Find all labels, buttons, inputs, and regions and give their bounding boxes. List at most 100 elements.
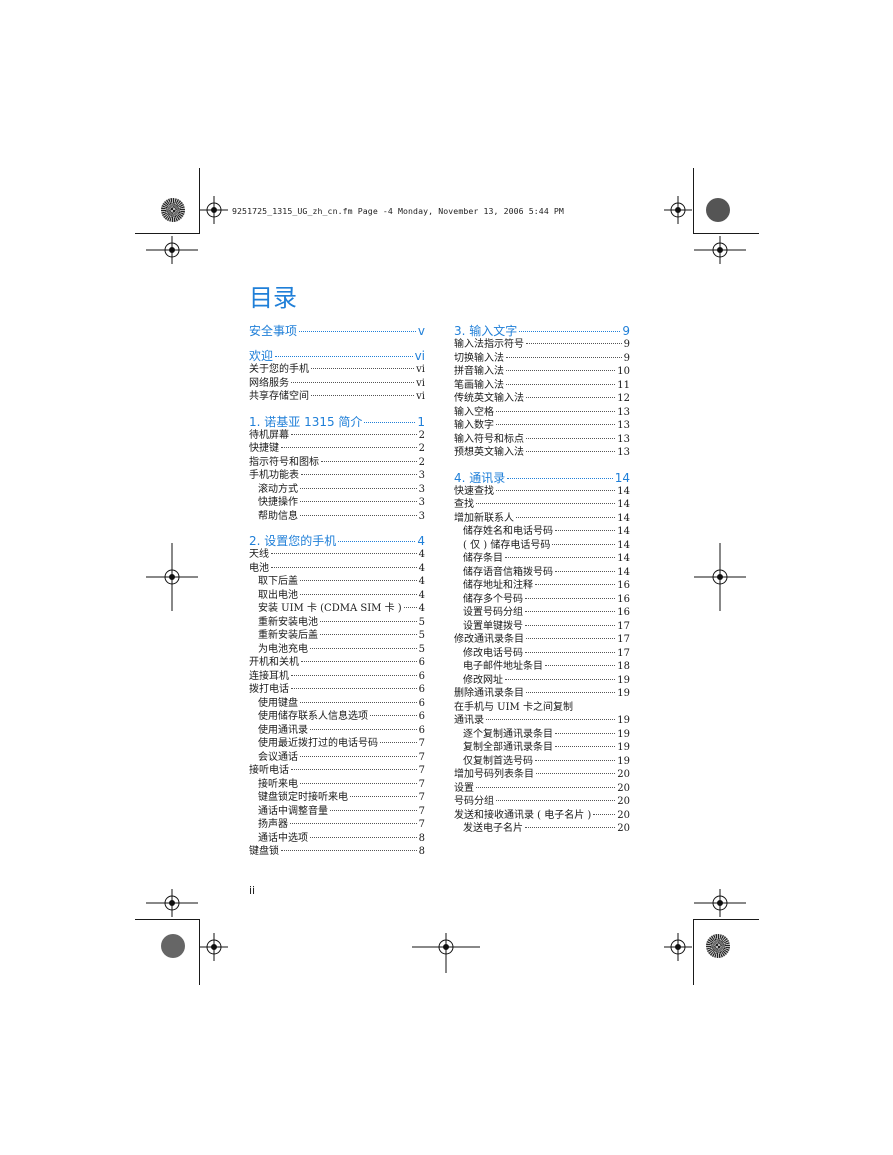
toc-page-number: 17 (617, 620, 630, 632)
toc-page-number: 14 (617, 566, 630, 578)
toc-page-number: 13 (617, 420, 630, 431)
toc-entry[interactable]: 安装 UIM 卡 (CDMA SIM 卡 )4 (249, 602, 425, 616)
dot-leader (291, 433, 417, 435)
toc-entry[interactable]: 在手机与 UIM 卡之间复制 (454, 701, 630, 715)
toc-entry-label: 键盘锁 (249, 846, 279, 857)
toc-page-number: 5 (418, 616, 425, 628)
toc-entry[interactable]: 为电池充电 5 (249, 643, 425, 657)
toc-page-number: 16 (617, 593, 630, 605)
toc-entry-label: 1. 诺基亚 1315 简介 (249, 414, 363, 429)
toc-entry-label: 滚动方式 (258, 483, 298, 495)
toc-page-number: 3 (418, 497, 425, 508)
dot-leader (552, 543, 616, 545)
toc-page-number: 13 (617, 406, 630, 418)
dot-leader (525, 611, 616, 612)
toc-page-number: 5 (418, 643, 425, 655)
toc-entry-label: 4. 通讯录 (454, 470, 506, 485)
toc-page-number: vi (414, 349, 425, 363)
toc-page-number: 6 (418, 684, 425, 695)
toc-page-number: vi (416, 377, 425, 389)
toc-entry-label: 通讯录 (454, 715, 484, 726)
toc-entry-label: 预想英文输入法 (454, 447, 524, 458)
toc-entry-label: 为电池充电 (258, 643, 308, 655)
toc-entry-label: 待机屏幕 (249, 429, 289, 441)
toc-entry[interactable]: 发送和接收通讯录 ( 电子名片 )20 (454, 809, 630, 823)
toc-page-number: 4 (418, 549, 425, 560)
dot-leader (476, 786, 616, 788)
toc-entry-label: 扬声器 (258, 819, 288, 830)
toc-page-number: 4 (418, 576, 425, 587)
